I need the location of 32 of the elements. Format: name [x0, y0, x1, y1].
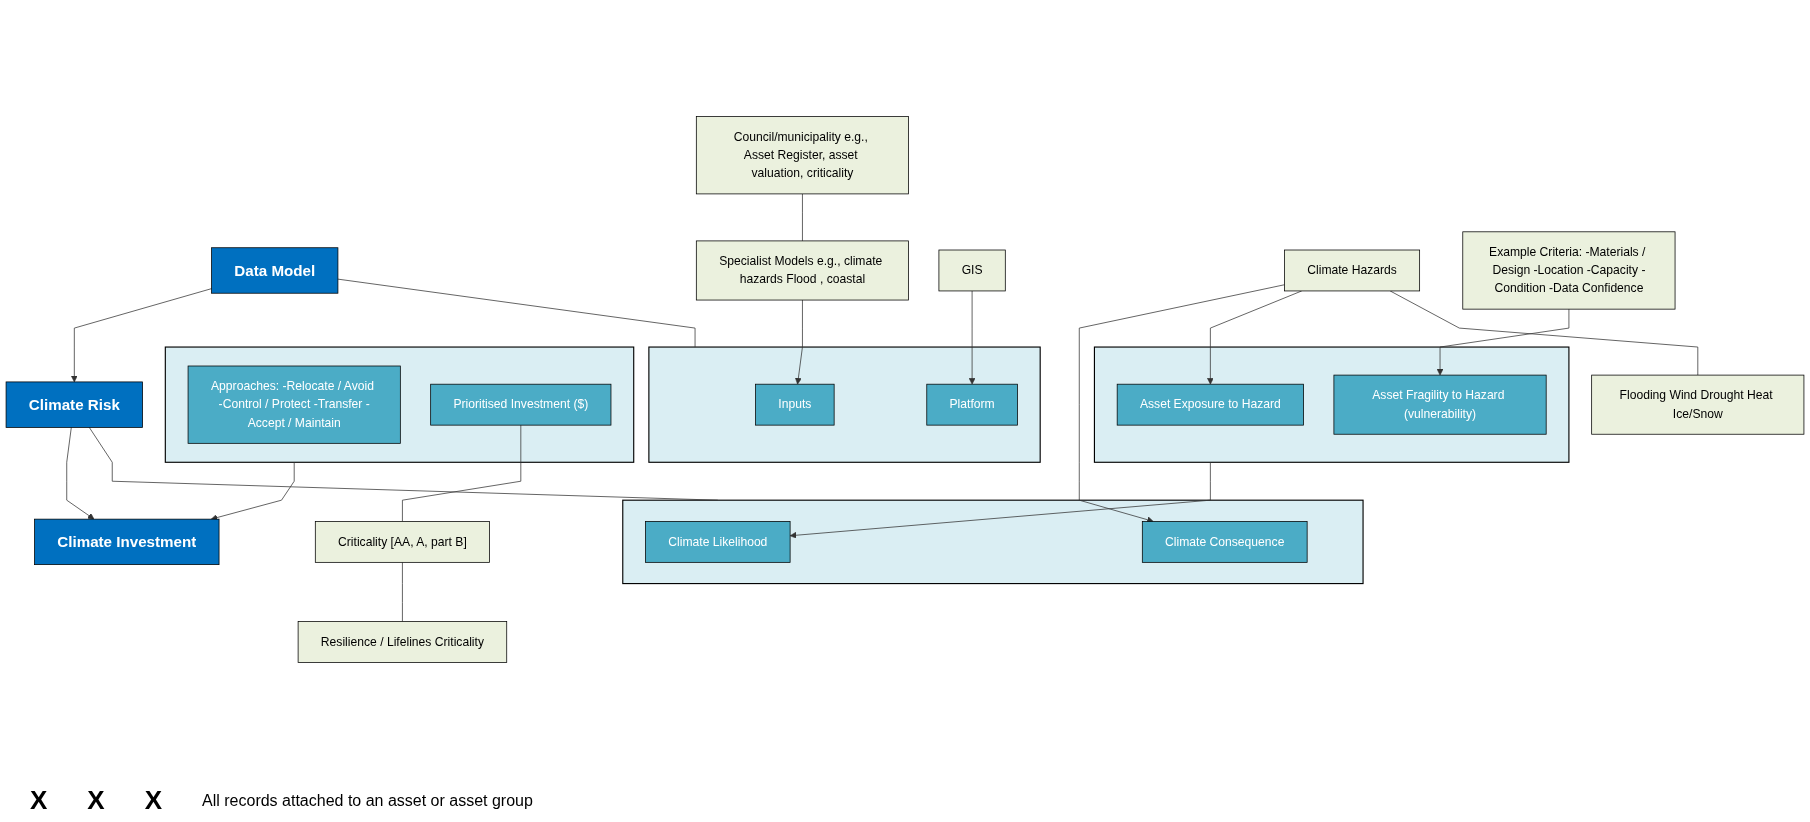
cluster [1093, 346, 1570, 463]
node-box: Platform [926, 383, 1018, 426]
cluster [648, 346, 1041, 463]
node-box: Resilience / Lifelines Criticality [297, 621, 508, 663]
node-box: Specialist Models e.g., climate hazards Flood , coastal [695, 240, 909, 301]
connector [88, 427, 719, 501]
multiply-sign: X [87, 785, 105, 816]
node-box: Climate Risk [5, 381, 143, 428]
cluster [164, 346, 635, 463]
node-box: Approaches: -Relocate / Avoid -Control / Protect -Transfer -Accept / Maintain [187, 365, 401, 444]
connector [402, 561, 403, 622]
cluster [622, 499, 1364, 585]
connector [802, 193, 803, 242]
multiply-sign: X [144, 785, 163, 816]
node-box: Example Criteria: -Materials / Design -Location -Capacity -Condition -Data Confidence [1462, 231, 1676, 310]
node-box: Inputs [755, 383, 835, 426]
node-box: Council/municipality e.g., Asset Register, asset valuation, criticality [695, 116, 909, 195]
node-box: Climate Consequence [1141, 521, 1308, 563]
node-box: Climate Investment [34, 518, 220, 565]
multiply-sign: X [30, 785, 48, 816]
node-box: Climate Hazards [1284, 249, 1421, 292]
node-box: Prioritised Investment ($) [430, 383, 612, 426]
node-box: Flooding Wind Drought Heat Ice/Snow [1591, 374, 1805, 435]
note-text: All records attached to an asset or asset group [202, 791, 533, 810]
node-box: Asset Fragility to Hazard (vulnerability) [1333, 374, 1547, 435]
connector [337, 278, 696, 348]
node-box: Asset Exposure to Hazard [1116, 383, 1304, 426]
node-box: Criticality [AA, A, part B] [314, 521, 490, 563]
node-box: GIS [938, 249, 1006, 292]
node-box: Data Model [211, 247, 339, 294]
node-box: Climate Likelihood [645, 521, 791, 563]
connector [402, 424, 522, 522]
